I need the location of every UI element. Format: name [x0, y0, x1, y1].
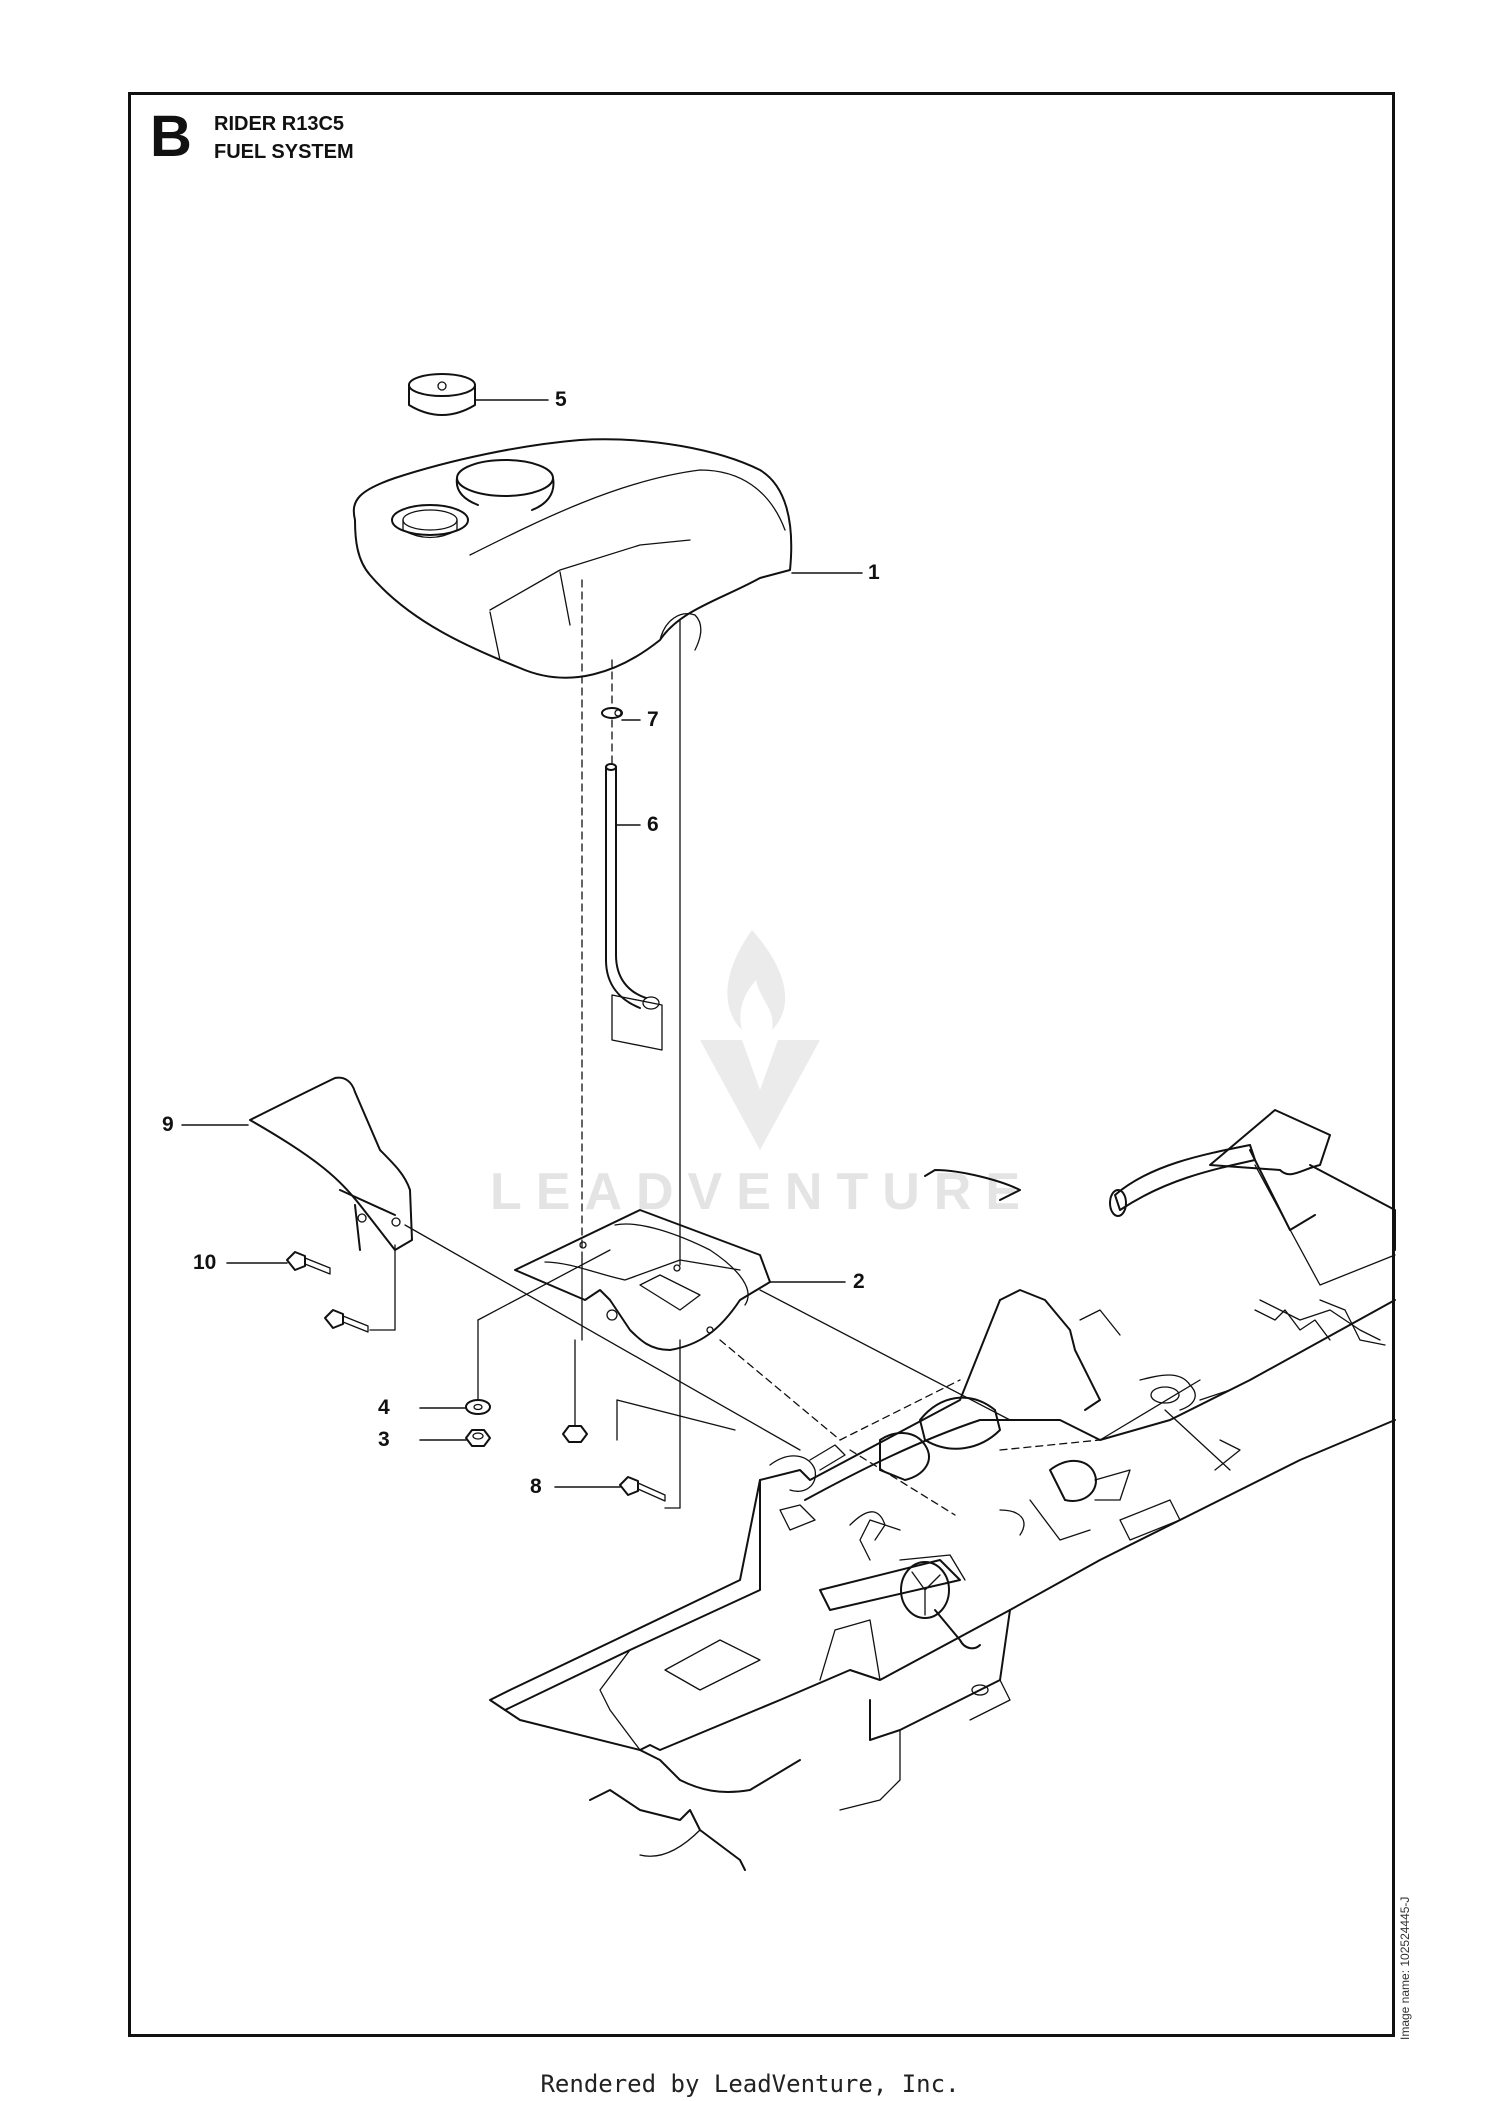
fuel-hose-part-6 — [605, 763, 660, 1010]
bolt-part-10 — [286, 1251, 331, 1275]
callout-10: 10 — [193, 1251, 217, 1274]
callout-6: 6 — [647, 813, 659, 836]
tank-bracket-part-2 — [514, 1209, 771, 1351]
model-title: RIDER R13C5 — [214, 113, 345, 135]
drawing-frame — [128, 92, 1395, 2037]
washer-part-4 — [465, 1399, 491, 1415]
image-name-label: Image name: 102524445-J — [1398, 1896, 1412, 2040]
callout-1: 1 — [868, 561, 880, 584]
section-title: FUEL SYSTEM — [214, 141, 354, 163]
leader-lines — [181, 399, 863, 1488]
callout-5: 5 — [555, 388, 567, 411]
heat-shield-part-9 — [249, 1076, 413, 1251]
nut-upper — [562, 1425, 588, 1443]
clamp-part-7 — [601, 707, 623, 719]
fuel-tank-part-1 — [352, 438, 793, 679]
callout-9: 9 — [162, 1113, 174, 1136]
callout-7: 7 — [647, 708, 659, 731]
callout-8: 8 — [530, 1475, 542, 1498]
callout-4: 4 — [378, 1396, 390, 1419]
nut-part-3 — [465, 1429, 491, 1447]
fuel-cap-part-5 — [408, 373, 476, 416]
assembly-lines — [369, 579, 1231, 1516]
chassis-frame — [489, 1109, 1396, 1871]
bolt-part-8 — [619, 1476, 666, 1502]
section-letter: B — [150, 104, 192, 169]
footer-credit: Rendered by LeadVenture, Inc. — [540, 2070, 960, 2098]
callout-3: 3 — [378, 1428, 390, 1451]
hose-bracket — [611, 994, 663, 1051]
bolt-part-10b — [324, 1309, 369, 1333]
callout-2: 2 — [853, 1270, 865, 1293]
